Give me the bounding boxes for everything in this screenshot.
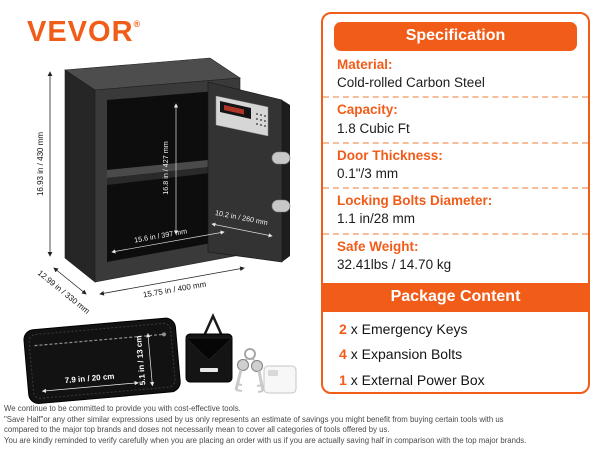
spec-item-locking-bolts-diameter: Locking Bolts Diameter: 1.1 in/28 mm bbox=[323, 187, 588, 232]
external-power-box bbox=[263, 365, 297, 394]
spec-item-safe-weight: Safe Weight: 32.41lbs / 14.70 kg bbox=[323, 232, 588, 278]
product-illustration: 16.93 in / 430 mm 12.99 in / 330 mm 15.7… bbox=[23, 57, 297, 404]
specification-header: Specification bbox=[334, 22, 577, 51]
locking-bolt-icon bbox=[271, 199, 291, 213]
spec-label: Door Thickness: bbox=[337, 147, 443, 163]
accessory-pouch bbox=[185, 312, 233, 383]
fire-proof-bag: 5.1 in / 13 cm 7.9 in / 20 cm bbox=[23, 317, 181, 404]
outer-height-dim-label: 16.93 in / 430 mm bbox=[36, 132, 45, 196]
key-stem bbox=[234, 369, 243, 391]
bag-height-dim-label: 5.1 in / 13 cm bbox=[134, 335, 147, 385]
package-label: x Emergency Keys bbox=[350, 320, 468, 337]
pouch-tag bbox=[200, 368, 218, 372]
emergency-keys-icon bbox=[234, 348, 265, 393]
disclaimer-line: You are kindly reminded to verify carefu… bbox=[4, 435, 527, 445]
package-label: x External Power Box bbox=[350, 371, 485, 388]
keypad-buttons bbox=[256, 113, 266, 127]
spec-value: 1.1 in/28 mm bbox=[337, 211, 416, 227]
pouch-flap bbox=[185, 337, 233, 361]
spec-label: Capacity: bbox=[337, 102, 398, 118]
depth-dim-line bbox=[53, 267, 87, 295]
safe-shelf-edge bbox=[107, 165, 228, 185]
spec-value: 32.41lbs / 14.70 kg bbox=[337, 256, 452, 272]
disclaimer-line: compared to the major top brands and dos… bbox=[4, 425, 390, 434]
spec-item-capacity: Capacity: 1.8 Cubic Ft bbox=[323, 96, 588, 141]
spec-label: Locking Bolts Diameter: bbox=[337, 193, 493, 209]
package-content-header: Package Content bbox=[323, 282, 588, 312]
door-width-dim-line bbox=[211, 222, 273, 238]
spec-value: 0.1"/3 mm bbox=[337, 165, 399, 181]
pouch-strap bbox=[202, 312, 224, 338]
zipper-pull-icon bbox=[162, 332, 167, 337]
inner-height-dim-label: 16.8 in / 427 mm bbox=[161, 141, 170, 195]
brand-logo: VEVOR® bbox=[27, 18, 140, 47]
bag-width-dim-label: 7.9 in / 20 cm bbox=[64, 372, 114, 385]
safe-door bbox=[207, 81, 291, 263]
key-head bbox=[237, 359, 249, 371]
specification-panel: Specification Material: Cold-rolled Carb… bbox=[321, 12, 590, 394]
bag-zipper bbox=[34, 333, 167, 347]
package-qty: 2 bbox=[339, 320, 347, 337]
brand-logo-text: VEVOR bbox=[27, 16, 134, 48]
spec-item-door-thickness: Door Thickness: 0.1"/3 mm bbox=[323, 141, 588, 187]
spec-label: Material: bbox=[337, 57, 393, 72]
bag-width-dim-line bbox=[41, 380, 139, 393]
safe-shelf-top bbox=[107, 158, 228, 178]
spec-label: Safe Weight: bbox=[337, 238, 419, 254]
bag-body bbox=[23, 317, 181, 404]
bag-height-dim-line bbox=[146, 333, 155, 387]
spec-value: Cold-rolled Carbon Steel bbox=[337, 75, 485, 91]
safe-side-face bbox=[64, 69, 96, 283]
package-label: x Expansion Bolts bbox=[350, 346, 463, 363]
package-qty: 4 bbox=[339, 346, 347, 363]
locking-bolt-icon bbox=[271, 151, 291, 165]
key-stem bbox=[257, 370, 265, 392]
package-qty: 1 bbox=[339, 371, 347, 388]
outer-width-dim-line bbox=[99, 266, 245, 296]
package-item-fire-proof-bag: 1x Fire-proof Bag bbox=[323, 393, 588, 394]
power-box-port bbox=[268, 370, 278, 376]
key-head bbox=[251, 360, 263, 372]
door-edge bbox=[282, 100, 290, 262]
registered-trademark-icon: ® bbox=[133, 19, 141, 29]
spec-item-material: Material: Cold-rolled Carbon Steel bbox=[323, 53, 588, 96]
specification-list: Material: Cold-rolled Carbon Steel Capac… bbox=[323, 53, 588, 278]
inner-width-dim-line bbox=[111, 230, 225, 254]
keypad-display-digits bbox=[224, 105, 244, 115]
spec-value: 1.8 Cubic Ft bbox=[337, 120, 410, 136]
disclaimer: We continue to be committed to provide y… bbox=[4, 404, 598, 446]
key-ring bbox=[244, 348, 256, 360]
disclaimer-line: "Save Half"or any other similar expressi… bbox=[4, 414, 504, 424]
disclaimer-line: We continue to be committed to provide y… bbox=[4, 404, 241, 413]
outer-width-dim-label: 15.75 in / 400 mm bbox=[142, 279, 207, 299]
